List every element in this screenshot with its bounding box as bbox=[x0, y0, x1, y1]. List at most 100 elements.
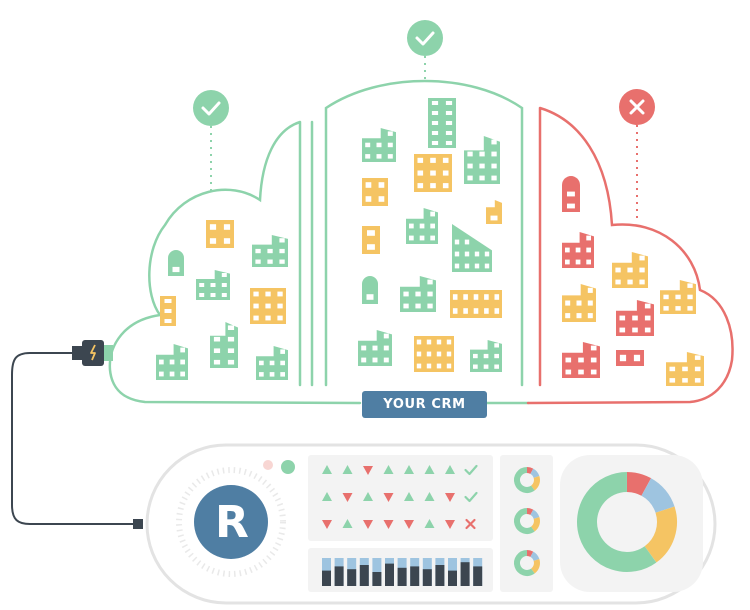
cross-icon bbox=[629, 99, 645, 115]
mini-donut-1 bbox=[514, 466, 540, 493]
power-cable bbox=[11, 352, 143, 529]
status-up-icon bbox=[404, 492, 414, 501]
dial bbox=[176, 460, 295, 577]
status-grid-panel bbox=[308, 455, 493, 541]
donut-slice bbox=[514, 467, 535, 493]
building-24 bbox=[470, 340, 502, 372]
building-13 bbox=[464, 136, 500, 184]
status-up-icon bbox=[342, 465, 353, 474]
building-4 bbox=[196, 270, 230, 300]
meter-bar bbox=[460, 562, 470, 586]
mini-donut-2 bbox=[514, 507, 540, 534]
meter-bar bbox=[448, 570, 457, 586]
status-up-icon bbox=[322, 492, 332, 501]
mini-donut-3 bbox=[514, 549, 540, 576]
status-up-icon bbox=[424, 465, 435, 474]
building-22 bbox=[358, 330, 392, 366]
status-grid bbox=[322, 464, 478, 530]
building-33 bbox=[666, 352, 704, 386]
status-cross-right bbox=[619, 89, 655, 220]
donut-slice bbox=[514, 508, 535, 534]
building-29 bbox=[660, 280, 696, 314]
donut-slice bbox=[514, 550, 535, 576]
status-up-icon bbox=[424, 492, 435, 501]
status-down-icon bbox=[363, 520, 373, 529]
building-23 bbox=[414, 336, 454, 372]
building-25 bbox=[562, 176, 580, 212]
donut-slice bbox=[640, 478, 675, 514]
building-12 bbox=[414, 154, 452, 192]
donut-slice bbox=[530, 509, 540, 520]
meter-bar bbox=[422, 569, 432, 586]
status-down-icon bbox=[322, 520, 332, 529]
donut-slice bbox=[530, 551, 540, 562]
building-14 bbox=[362, 178, 388, 206]
donut-slice bbox=[644, 506, 677, 563]
status-up-icon bbox=[445, 465, 455, 474]
meter-bar bbox=[435, 565, 445, 586]
building-30 bbox=[616, 300, 654, 336]
check-icon bbox=[201, 101, 221, 116]
big-donut-chart bbox=[577, 472, 677, 572]
status-down-icon bbox=[445, 520, 455, 529]
building-2 bbox=[252, 235, 288, 267]
donut-slice bbox=[530, 558, 540, 574]
building-9 bbox=[256, 346, 288, 380]
bar-meter bbox=[322, 558, 483, 586]
your-crm-label: YOUR CRM bbox=[362, 391, 487, 418]
big-donut bbox=[577, 472, 677, 572]
meter-bar bbox=[410, 566, 420, 586]
building-16 bbox=[406, 208, 438, 244]
meter-bar bbox=[397, 567, 407, 586]
status-down-icon bbox=[445, 493, 455, 502]
building-21 bbox=[450, 290, 502, 318]
cloud-right-section bbox=[526, 106, 734, 405]
meter-bar bbox=[347, 569, 357, 586]
status-up-icon bbox=[322, 465, 332, 474]
r-logo bbox=[194, 485, 268, 559]
building-6 bbox=[160, 296, 176, 326]
status-down-icon bbox=[342, 493, 353, 502]
building-20 bbox=[400, 276, 436, 312]
plug-icon bbox=[72, 340, 113, 366]
buildings bbox=[156, 98, 704, 386]
building-15 bbox=[486, 200, 502, 224]
donut-slice bbox=[530, 516, 540, 532]
status-down-icon bbox=[404, 520, 414, 529]
status-check-icon bbox=[464, 464, 478, 476]
building-5 bbox=[250, 288, 286, 324]
building-7 bbox=[210, 322, 238, 368]
building-19 bbox=[362, 276, 378, 304]
status-up-icon bbox=[383, 465, 394, 474]
mini-donuts bbox=[514, 466, 540, 576]
donut-slice bbox=[526, 507, 534, 515]
meter-bar bbox=[372, 572, 382, 586]
building-1 bbox=[206, 220, 234, 248]
status-check-icon bbox=[464, 491, 478, 503]
donut-slice bbox=[530, 468, 540, 479]
check-icon bbox=[415, 31, 435, 46]
status-up-icon bbox=[424, 519, 435, 528]
donut-slice bbox=[626, 472, 652, 496]
meter-bar bbox=[385, 563, 394, 586]
building-28 bbox=[562, 284, 596, 322]
status-up-icon bbox=[342, 519, 353, 528]
status-up-icon bbox=[363, 492, 373, 501]
meter-bar bbox=[322, 570, 331, 586]
r-logo-letter: R bbox=[215, 496, 249, 548]
status-check-middle bbox=[407, 20, 443, 82]
meter-bar bbox=[473, 566, 483, 586]
donut-slice bbox=[526, 549, 534, 557]
status-check-left bbox=[193, 90, 229, 195]
meter-bar bbox=[334, 566, 344, 586]
status-up-icon bbox=[404, 465, 414, 474]
building-18 bbox=[452, 224, 492, 272]
building-3 bbox=[168, 250, 184, 276]
donut-slice bbox=[577, 472, 657, 572]
building-10 bbox=[428, 98, 456, 148]
status-down-icon bbox=[383, 520, 394, 529]
building-27 bbox=[612, 252, 648, 288]
building-26 bbox=[562, 232, 594, 268]
device-panel bbox=[145, 443, 717, 605]
